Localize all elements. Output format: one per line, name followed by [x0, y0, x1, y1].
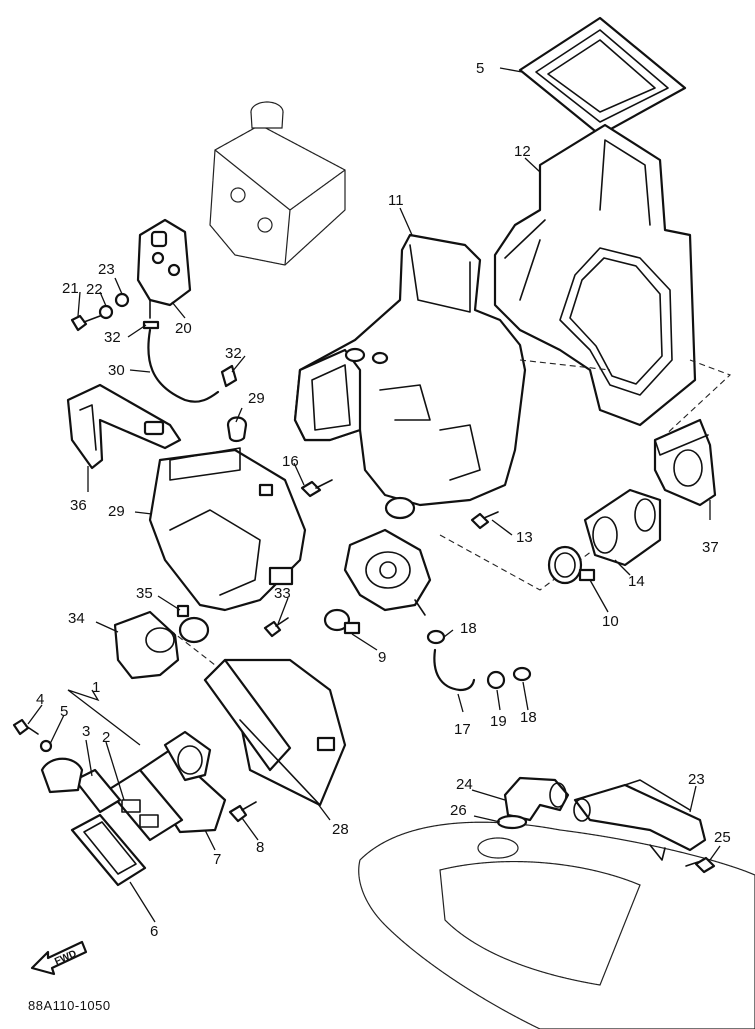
callout-6: 6 [150, 923, 158, 940]
part-clamp-10 [547, 545, 596, 585]
callout-10: 10 [602, 613, 619, 630]
leader-lines [27, 67, 721, 923]
fwd-label: FWD [53, 948, 78, 967]
callout-37: 37 [702, 539, 719, 556]
callout-9: 9 [378, 649, 386, 666]
callout-15: 5 [476, 60, 484, 77]
part-washer-22 [98, 304, 114, 320]
part-bolt-8 [228, 801, 257, 823]
part-bolt-21 [70, 314, 101, 332]
callout-29: 28 [332, 821, 349, 838]
callout-13: 13 [516, 529, 533, 546]
callout-36: 36 [70, 497, 87, 514]
part-clamp-18a [426, 629, 446, 645]
callout-16: 16 [282, 453, 299, 470]
part-clamp-9 [323, 608, 361, 635]
part-ring-27 [496, 814, 528, 830]
callout-27: 26 [450, 802, 467, 819]
callout-24: 23 [688, 771, 705, 788]
part-bolt-26 [685, 856, 716, 874]
callout-32-lower: 32 [104, 329, 121, 346]
part-tank-outline [358, 821, 755, 1029]
part-duct-24 [573, 779, 707, 861]
callout-25: 24 [456, 776, 473, 793]
callout-22: 22 [86, 281, 103, 298]
part-clip-32a [142, 320, 160, 330]
callout-30: 29 [248, 390, 265, 407]
callout-3: 3 [82, 723, 90, 740]
callout-18-upper: 18 [460, 620, 477, 637]
part-bolt-33 [263, 617, 289, 638]
callout-12: 12 [514, 143, 531, 160]
callout-7: 7 [213, 851, 221, 868]
part-washer-23 [114, 292, 130, 308]
callout-19: 19 [490, 713, 507, 730]
part-airbox-case-11 [293, 233, 527, 520]
callout-34: 34 [68, 610, 85, 627]
part-bolt-16 [300, 479, 333, 498]
part-clamp-35 [176, 604, 210, 644]
part-boot-34 [113, 610, 180, 680]
part-bolt-13 [470, 511, 499, 530]
callout-8: 8 [256, 839, 264, 856]
callout-11: 11 [388, 192, 404, 209]
part-screw-4 [12, 718, 39, 736]
part-airbox-28 [148, 447, 307, 612]
part-cover-29 [203, 658, 347, 807]
part-gasket-15 [518, 16, 687, 137]
part-stopper-5 [40, 757, 84, 794]
part-cap-30 [226, 416, 248, 443]
callout-31: 30 [108, 362, 125, 379]
part-airbox-cover-12 [493, 123, 697, 427]
part-bracket-36 [66, 383, 182, 470]
part-grommet-19 [486, 670, 506, 690]
part-carburetor [343, 528, 432, 616]
callout-18-lower: 18 [520, 709, 537, 726]
callout-17: 17 [454, 721, 471, 738]
callout-35: 35 [136, 585, 153, 602]
part-hose-17 [433, 648, 476, 692]
part-oil-tank [209, 101, 346, 266]
part-reed-plate-2 [106, 768, 184, 842]
part-valve-20 [136, 218, 192, 319]
callout-20: 20 [175, 320, 192, 337]
part-joint-14 [583, 488, 662, 567]
part-washer-5 [39, 739, 53, 753]
callout-33: 33 [274, 585, 291, 602]
part-elbow-25 [503, 776, 570, 822]
part-clamp-18b [512, 666, 532, 682]
diagram-code: 88A110-1050 [28, 998, 111, 1013]
part-duct-37 [653, 418, 717, 507]
callout-26: 25 [714, 829, 731, 846]
callout-21: 21 [62, 280, 79, 297]
callout-28: 29 [108, 503, 125, 520]
callout-labels: 5 12 11 29 32 30 32 20 21 22 23 36 29 16… [36, 60, 731, 940]
callout-23: 23 [98, 261, 115, 278]
fwd-arrow: FWD [30, 940, 88, 976]
part-gasket-6 [70, 813, 147, 887]
callout-32-upper: 32 [225, 345, 242, 362]
callout-2: 2 [102, 729, 110, 746]
part-reed-3 [73, 768, 122, 814]
callout-1: 1 [92, 679, 100, 696]
callout-5: 5 [60, 703, 68, 720]
callout-4: 4 [36, 691, 44, 708]
callout-14: 14 [628, 573, 645, 590]
part-hose-31 [147, 328, 220, 403]
